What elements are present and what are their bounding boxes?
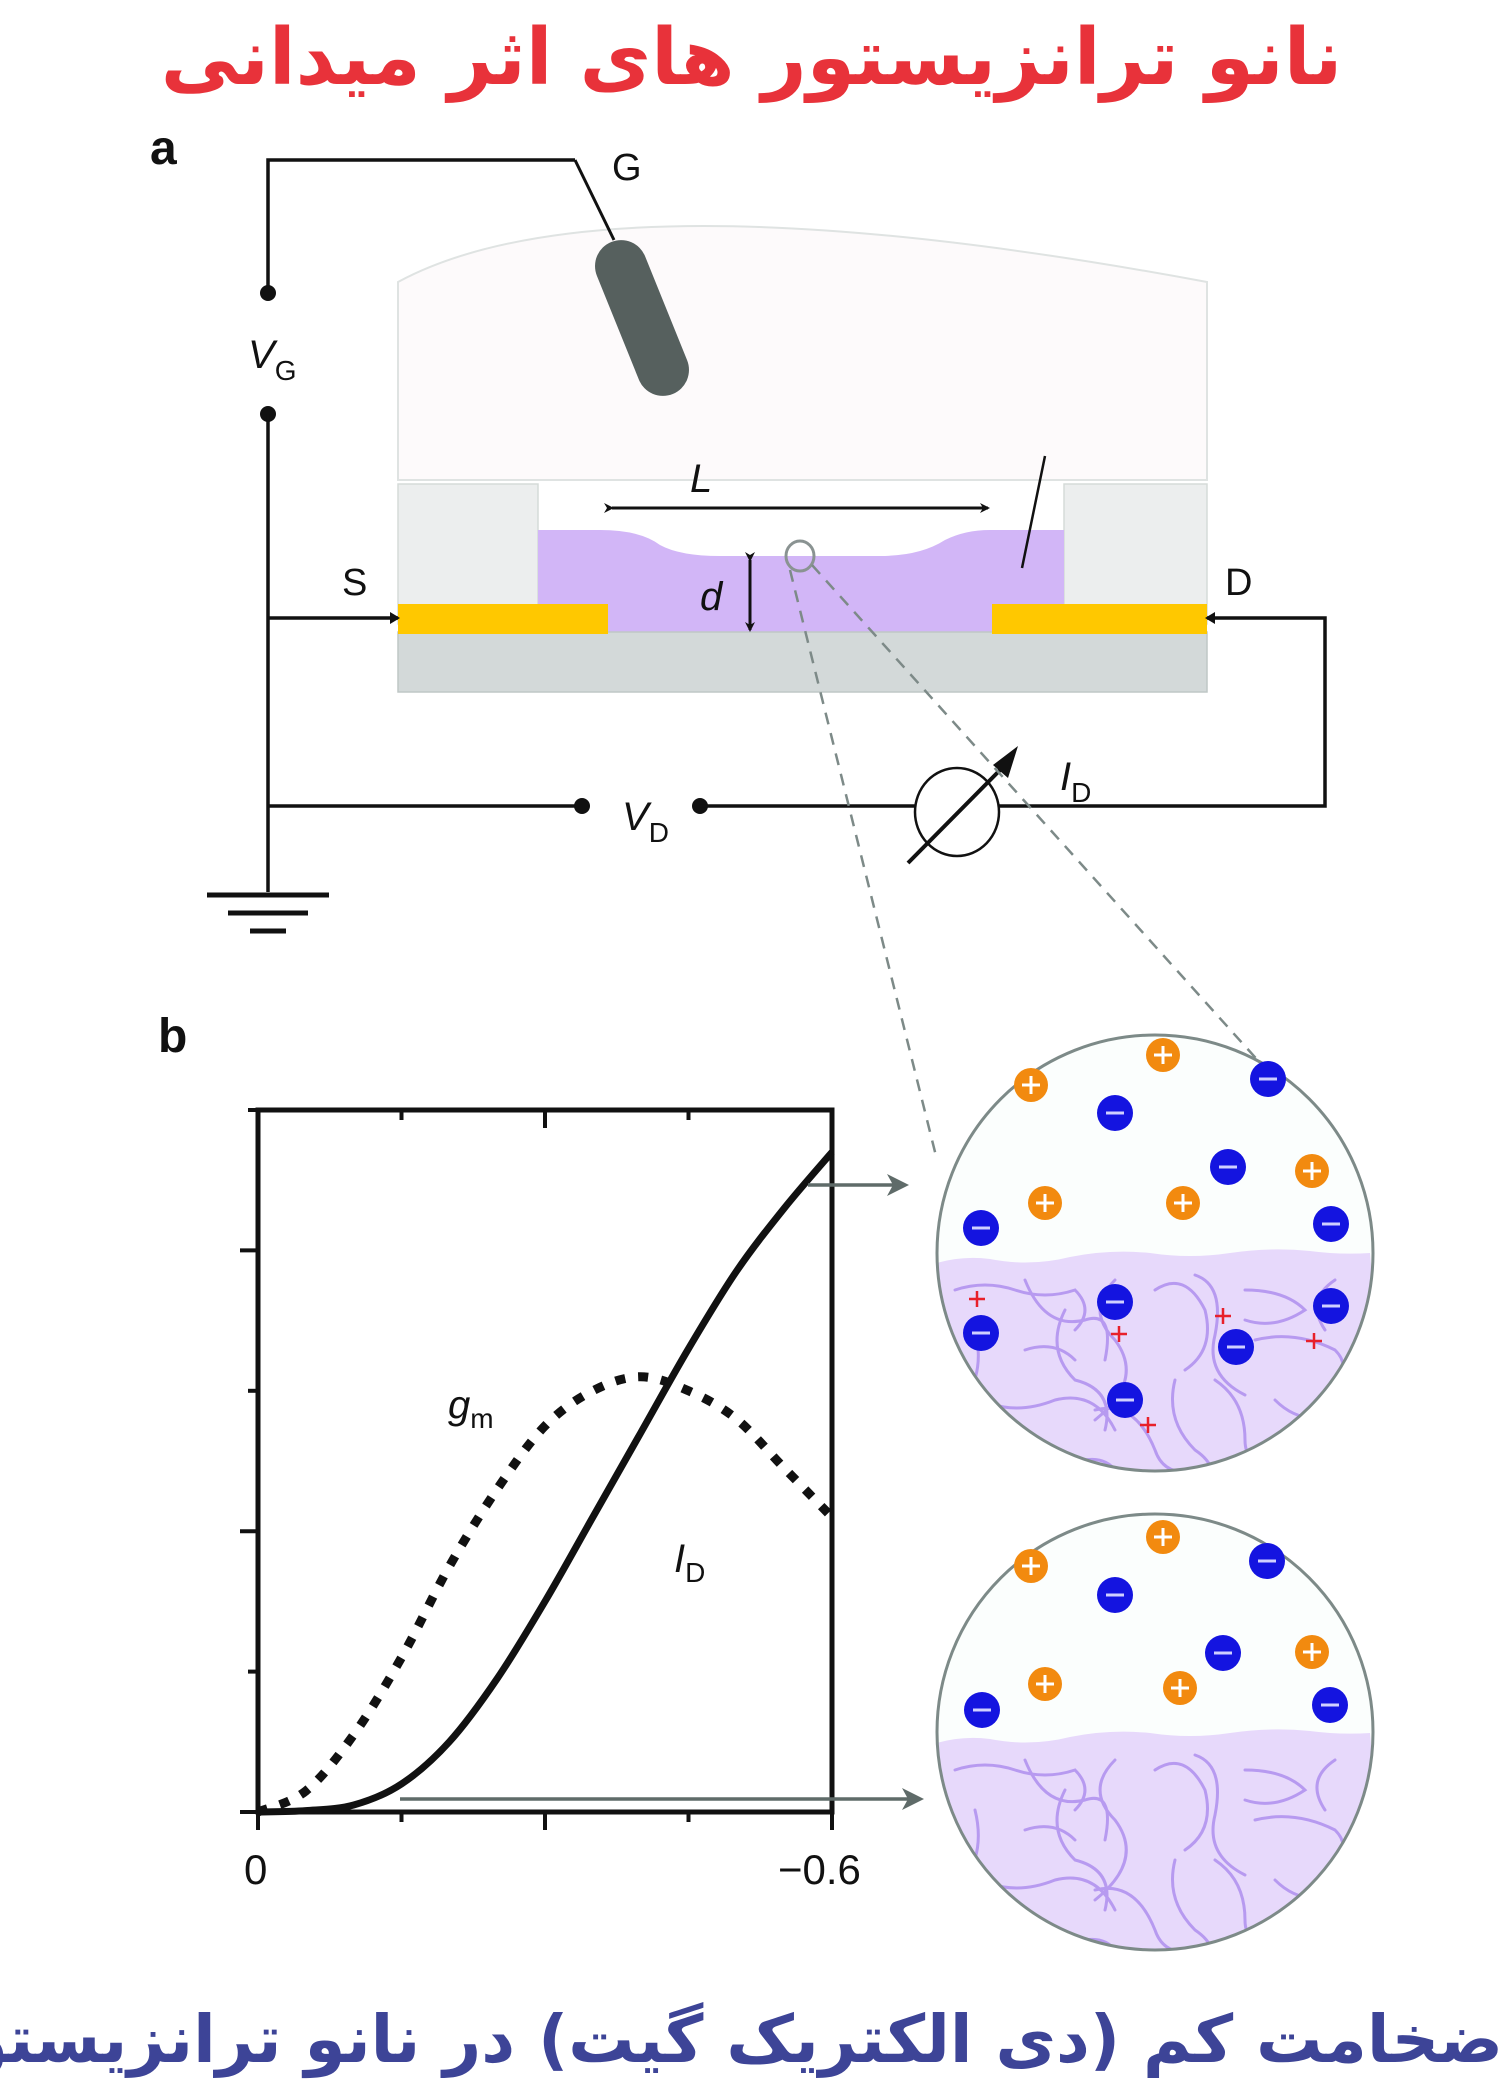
x-ticks [256, 1110, 834, 1830]
vd-terminal-left [574, 798, 590, 814]
electrolyte-pointer [1020, 455, 1047, 569]
zoom-region-marker [784, 539, 816, 573]
id-label-circuit: ID [1060, 755, 1091, 808]
vg-terminal-top [260, 285, 276, 301]
vg-label: VG [248, 333, 296, 386]
x-tick-label-end: −0.6 [778, 1846, 861, 1893]
plot-area [240, 1107, 836, 1830]
drain-electrode [992, 604, 1207, 634]
id-annotation: ID [674, 1537, 705, 1588]
id-curve [257, 1149, 835, 1816]
panel-a-label: a [150, 122, 177, 175]
gate-label: G [612, 147, 642, 189]
length-label: L [690, 457, 712, 501]
gm-annotation: gm [448, 1383, 494, 1434]
electrolyte-container [397, 225, 1208, 481]
inset-high-vg [935, 1033, 1375, 1473]
drain-label: D [1225, 562, 1252, 604]
bottom-caption: ضخامت کم (دی الکتریک گیت) در نانو ترانزی… [0, 2001, 1503, 2078]
polymer-channel [538, 530, 1064, 634]
ground-icon [207, 892, 329, 934]
vd-label: VD [622, 795, 669, 848]
substrate [397, 631, 1208, 693]
zoom-guide-right [811, 564, 1263, 1066]
gate-wire [266, 158, 575, 292]
ammeter-icon [906, 746, 1018, 865]
thickness-label: d [700, 575, 724, 619]
plot-frame [255, 1107, 835, 1815]
gate-electrode [595, 240, 689, 396]
drain-wire [998, 616, 1327, 808]
page-title: نانو ترانزیستور های اثر میدانی [160, 13, 1343, 103]
x-tick-label-0: 0 [244, 1846, 267, 1893]
left-passivation-block [397, 483, 539, 625]
panel-b-label: b [158, 1010, 187, 1063]
gm-curve [256, 1372, 836, 1817]
source-electrode [398, 604, 608, 634]
zoom-guide-left [788, 569, 939, 1161]
source-label: S [342, 562, 367, 604]
y-ticks [240, 1108, 258, 1814]
inset-low-vg [935, 1512, 1375, 1952]
right-passivation-block [1063, 483, 1208, 625]
